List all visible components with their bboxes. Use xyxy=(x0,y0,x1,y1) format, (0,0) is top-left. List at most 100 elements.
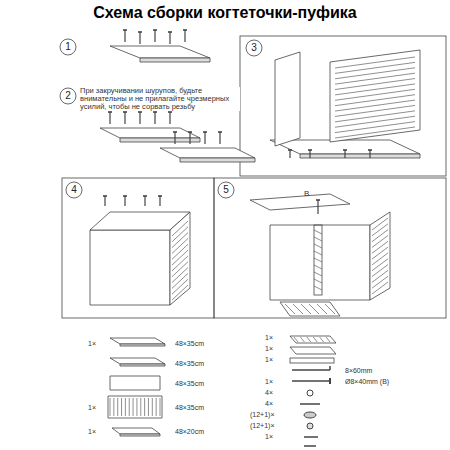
screw-head xyxy=(218,131,222,133)
screw xyxy=(204,132,205,144)
screw-head xyxy=(143,195,147,197)
screw xyxy=(369,150,370,158)
screw-head xyxy=(183,29,187,31)
dowel xyxy=(300,403,320,405)
scratch-rib xyxy=(372,241,388,253)
scratch-side xyxy=(370,212,390,300)
screw xyxy=(169,32,170,44)
sisal-wrap xyxy=(314,251,322,255)
board-edge xyxy=(120,344,165,346)
step-number: 3 xyxy=(245,39,263,57)
scratch-rib xyxy=(133,398,134,416)
scratch-rib xyxy=(285,304,295,314)
scratch-rib xyxy=(144,398,145,416)
scratch-rib xyxy=(125,398,126,416)
screw xyxy=(317,200,318,214)
scratch-rib xyxy=(335,116,415,127)
step-circle xyxy=(60,39,76,55)
screwdriver xyxy=(304,445,316,447)
step-number: 4 xyxy=(65,181,83,199)
parts-list-entry: 1× xyxy=(265,433,273,440)
step-frame xyxy=(214,178,446,318)
screw xyxy=(304,436,318,438)
scratch-rib xyxy=(335,111,415,122)
screw-head xyxy=(168,31,172,33)
step-frame xyxy=(240,36,446,176)
title: Схема сборки когтеточки-пуфика xyxy=(0,5,450,22)
sisal-wrap xyxy=(314,279,322,283)
scratch-rib xyxy=(300,337,304,342)
board-edge xyxy=(180,158,255,162)
board-edge xyxy=(300,154,420,158)
scratch-rib xyxy=(372,235,388,247)
hex-key xyxy=(292,369,330,371)
parts-list-entry: 4× xyxy=(265,400,273,407)
bolt xyxy=(292,380,330,382)
screw xyxy=(184,30,185,42)
scratch-rib xyxy=(152,398,153,416)
parts-list-entry: (12+1)× xyxy=(250,411,275,418)
scratch-panel xyxy=(330,50,420,142)
parts-list-entry: 48×35cm xyxy=(175,340,204,347)
scratch-rib xyxy=(372,270,388,282)
board-edge xyxy=(120,434,160,436)
board xyxy=(112,428,160,434)
scratch-rib xyxy=(129,398,130,416)
mat-part xyxy=(290,336,336,343)
scratch-rib xyxy=(335,84,415,95)
scratch-rib xyxy=(372,259,388,271)
scratch-rib xyxy=(117,398,118,416)
scratch-rib xyxy=(335,79,415,90)
scratch-rib xyxy=(335,105,415,116)
screw-head xyxy=(153,111,157,113)
sisal-post xyxy=(314,225,322,295)
cam-lock xyxy=(304,412,316,418)
cube-front xyxy=(270,225,370,300)
part-letter: B xyxy=(304,190,309,198)
step-number: 1 xyxy=(59,38,77,56)
sisal-wrap xyxy=(314,265,322,269)
scratch-rib xyxy=(335,95,415,106)
parts-list-entry: 1× xyxy=(88,428,96,435)
scratch-rib xyxy=(172,233,188,248)
parts-list-entry: 48×35cm xyxy=(175,380,204,387)
scratch-rib xyxy=(335,62,415,73)
screw xyxy=(154,30,155,42)
screw-head xyxy=(103,195,107,197)
screw-head xyxy=(138,111,142,113)
sisal-wrap xyxy=(314,237,322,241)
board-edge xyxy=(140,58,210,62)
screw-head xyxy=(288,149,292,151)
parts-list-entry: 1× xyxy=(265,378,273,385)
step-number: 2 xyxy=(59,87,77,105)
board xyxy=(160,148,255,158)
screw xyxy=(124,112,125,124)
scratch-rib xyxy=(335,127,415,138)
screw-head xyxy=(308,149,312,151)
scratch-rib xyxy=(309,304,319,314)
scratch-rib xyxy=(335,68,415,79)
scratch-rib xyxy=(335,73,415,84)
cube-front xyxy=(90,230,170,305)
scratch-rib xyxy=(113,398,114,416)
scratch-rib xyxy=(326,337,330,342)
scratch-rib xyxy=(172,279,188,294)
screw xyxy=(124,30,125,42)
sisal-wrap xyxy=(314,244,322,248)
scratch-board xyxy=(108,396,162,418)
screw xyxy=(219,132,220,144)
step-label: 1 xyxy=(59,38,77,52)
scratch-rib xyxy=(301,304,311,314)
step-circle xyxy=(60,88,76,104)
step-label: 3 xyxy=(245,39,263,53)
scratch-rib xyxy=(136,398,137,416)
scratch-rib xyxy=(110,398,111,416)
parts-list-entry: 1× xyxy=(88,340,96,347)
step-circle xyxy=(66,182,82,198)
scratch-rib xyxy=(317,304,327,314)
washer xyxy=(307,390,313,396)
screw xyxy=(289,150,290,158)
scratch-rib xyxy=(320,337,324,342)
scratch-rib xyxy=(335,57,415,68)
scratch-rib xyxy=(372,282,388,294)
